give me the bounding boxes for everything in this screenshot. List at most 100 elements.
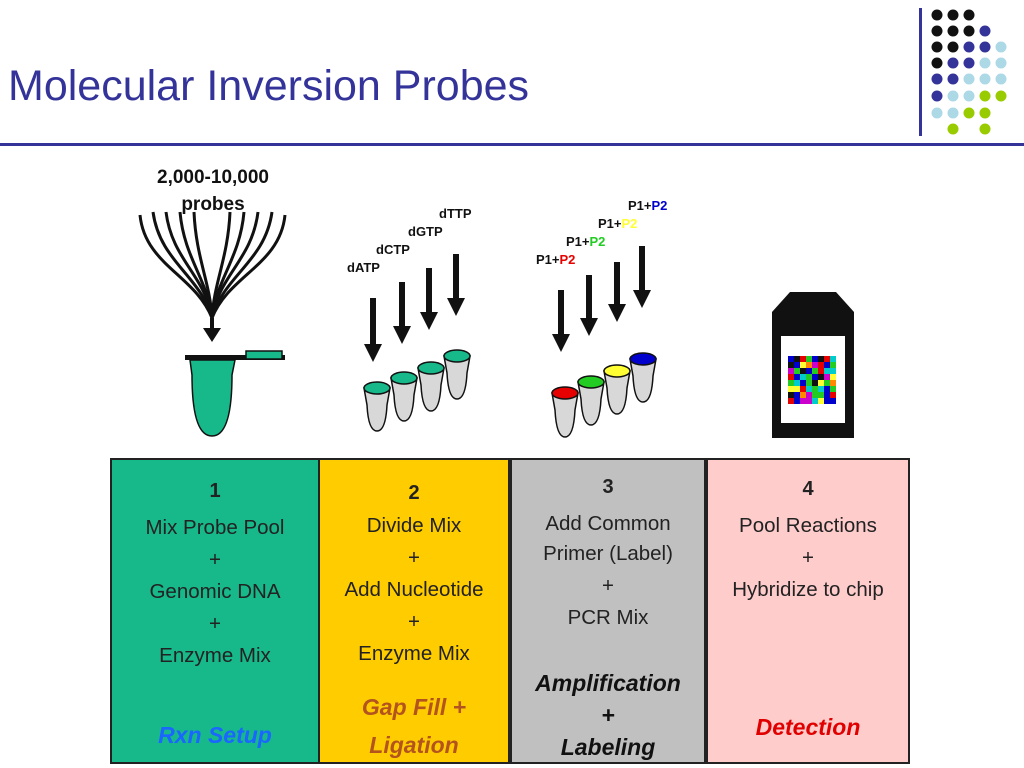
nucleotide-label: dGTP [408, 224, 443, 239]
step-3-line: Primer (Label) [543, 542, 673, 565]
title-divider [0, 143, 1024, 146]
chip-spot [812, 362, 818, 368]
chip-spot [812, 368, 818, 374]
dot [979, 41, 991, 53]
chip-spot [830, 362, 836, 368]
dot-grid [931, 9, 1007, 135]
primer-graphic: P1+P2 P1+P2 P1+P2 P1+P2 [536, 198, 667, 438]
step-2-caption: Ligation [369, 732, 459, 758]
chip-spot [788, 398, 794, 404]
dot [947, 107, 959, 119]
dot [947, 41, 959, 53]
probe-pool-graphic: 2,000-10,000 probes [138, 167, 287, 437]
probes-count-label: 2,000-10,000 [157, 167, 269, 188]
nucleotide-label: dATP [347, 260, 380, 275]
chip-array-grid [788, 356, 836, 404]
chip-spot [824, 368, 830, 374]
small-tubes [363, 349, 471, 432]
dot [931, 25, 943, 37]
chip-spot [806, 392, 812, 398]
chip-spot [824, 374, 830, 380]
chip-spot [800, 380, 806, 386]
primer-label: P1+P2 [566, 234, 605, 249]
chip-spot [794, 392, 800, 398]
chip-spot [818, 368, 824, 374]
chip-spot [812, 374, 818, 380]
dot [963, 107, 975, 119]
chip-spot [824, 380, 830, 386]
step-3-line: Add Common [545, 512, 671, 535]
dot [963, 25, 975, 37]
chip-spot [800, 392, 806, 398]
step-3-caption: + [601, 702, 615, 728]
dot [931, 73, 943, 85]
step-1-line: Genomic DNA [149, 580, 281, 603]
step-3-caption: Labeling [560, 734, 656, 760]
dot [995, 73, 1007, 85]
chip-spot [800, 368, 806, 374]
chip-spot [794, 356, 800, 362]
dot [931, 107, 943, 119]
decorative-dot-grid [931, 9, 1007, 135]
chip-spot [800, 386, 806, 392]
step-1-line: Enzyme Mix [159, 644, 271, 667]
chip-spot [830, 380, 836, 386]
dot [947, 123, 959, 135]
step-2-caption: Gap Fill + [361, 694, 467, 720]
step-2-line: + [408, 546, 420, 569]
primer-label: P1+P2 [598, 216, 637, 231]
step-2-line: + [408, 610, 420, 633]
chip-spot [788, 374, 794, 380]
step-2-panel: 2 Divide Mix + Add Nucleotide + Enzyme M… [318, 458, 510, 764]
step-1-caption: Rxn Setup [158, 722, 272, 748]
chip-spot [806, 386, 812, 392]
chip-spot [812, 386, 818, 392]
nucleotide-label: dTTP [439, 206, 472, 221]
chip-spot [806, 362, 812, 368]
chip-spot [818, 386, 824, 392]
step-2-number: 2 [408, 482, 420, 504]
chip-spot [806, 374, 812, 380]
step-4-panel: 4 Pool Reactions + Hybridize to chip Det… [706, 458, 910, 764]
slide-title: Molecular Inversion Probes [8, 62, 530, 110]
chip-spot [818, 356, 824, 362]
step-4-caption: Detection [755, 714, 861, 740]
probe-arrow-head [203, 328, 221, 342]
nucleotide-label: dCTP [376, 242, 410, 257]
step-2-line: Add Nucleotide [344, 578, 484, 601]
chip-spot [800, 362, 806, 368]
dot [947, 57, 959, 69]
step-1-panel: 1 Mix Probe Pool + Genomic DNA + Enzyme … [110, 458, 320, 764]
step-1-number: 1 [209, 480, 221, 502]
step-3-number: 3 [602, 476, 614, 498]
dot [931, 57, 943, 69]
chip-spot [794, 386, 800, 392]
step-4-line: Pool Reactions [739, 514, 877, 537]
chip-spot [824, 398, 830, 404]
chip-spot [830, 368, 836, 374]
chip-spot [794, 362, 800, 368]
chip-spot [812, 356, 818, 362]
chip-spot [812, 380, 818, 386]
chip-spot [818, 392, 824, 398]
workflow-illustration: 2,000-10,000 probes dATP dCTP dGTP dTTP [138, 167, 854, 438]
probes-word-label: probes [181, 194, 244, 215]
reaction-tube [189, 359, 236, 437]
dot [947, 90, 959, 102]
step-2-line: Divide Mix [366, 514, 462, 537]
chip-spot [794, 398, 800, 404]
corner-divider [919, 8, 922, 136]
chip-spot [800, 356, 806, 362]
primer-label: P1+P2 [628, 198, 667, 213]
step-2-line: Enzyme Mix [358, 642, 470, 665]
nucleotide-graphic: dATP dCTP dGTP dTTP [347, 206, 472, 432]
dot [947, 25, 959, 37]
chip-spot [788, 392, 794, 398]
chip-spot [794, 368, 800, 374]
microarray-chip [772, 292, 854, 438]
dot [963, 73, 975, 85]
dot [995, 57, 1007, 69]
chip-spot [788, 356, 794, 362]
step-3-line: PCR Mix [567, 606, 649, 629]
dot [979, 25, 991, 37]
